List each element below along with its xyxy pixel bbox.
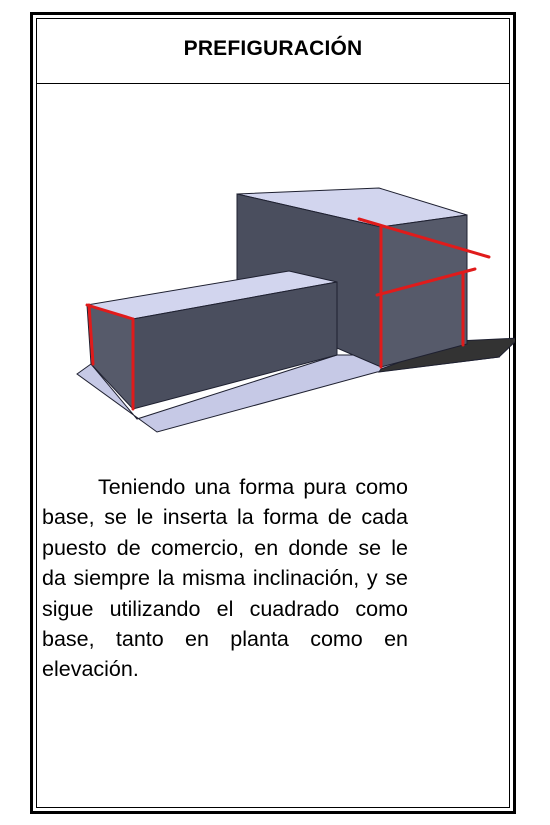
guide-line xyxy=(87,303,95,366)
description-text: Teniendo una forma pura como base, se le… xyxy=(42,475,408,682)
card-title: PREFIGURACIÓN xyxy=(183,37,363,60)
title-row: PREFIGURACIÓN xyxy=(37,19,509,84)
card-frame: PREFIGURACIÓN Teniendo una forma pur xyxy=(30,12,516,814)
card-inner-border: PREFIGURACIÓN Teniendo una forma pur xyxy=(36,18,515,808)
guide-line xyxy=(85,303,135,321)
guide-line xyxy=(357,217,491,259)
prefiguration-illustration xyxy=(76,187,515,433)
guide-line xyxy=(375,267,477,297)
